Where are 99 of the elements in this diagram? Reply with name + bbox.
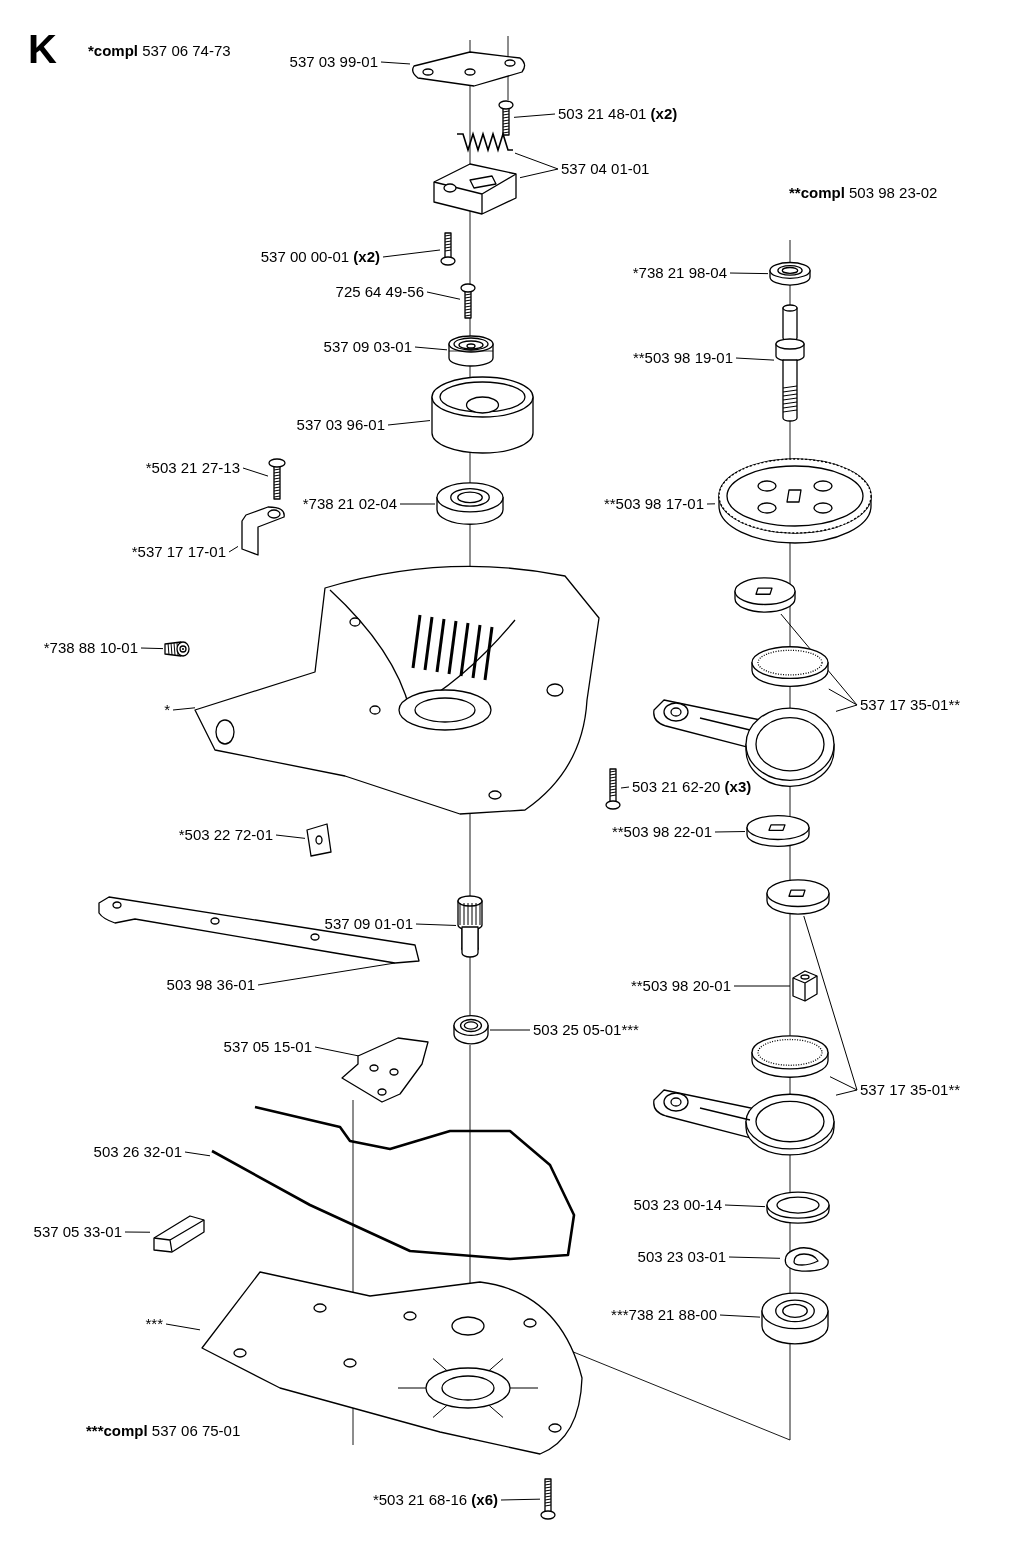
leader-line [380,61,411,65]
part-number: *738 88 10-01 [43,639,138,657]
leader-line [124,1231,151,1233]
part-number: ***738 21 88-00 [611,1306,717,1324]
assembly-note: ***compl 537 06 75-01 [86,1422,241,1440]
leader-line [399,503,436,505]
leader-line [242,467,269,477]
part-number: **503 98 19-01 [632,349,733,367]
leader-line [415,923,457,926]
leader-line [829,1076,858,1091]
leader-line [172,707,196,711]
assembly-note: *compl 537 06 74-73 [88,42,231,60]
leader-line [414,346,448,351]
drum-drawing [430,375,535,455]
leader-line [714,831,746,833]
part-number: 503 23 03-01 [637,1248,726,1266]
callout-mark: * [164,701,170,719]
leader-line [835,704,858,712]
leader-line [719,1314,761,1318]
disc-drawing [765,878,831,916]
cover-drawing [200,1268,585,1458]
leader-line [140,647,164,650]
leader-line [489,1029,531,1031]
leader-line [803,915,858,1091]
part-number: *738 21 98-04 [632,264,727,282]
leader-line [165,1323,201,1331]
leader-line [228,545,239,553]
leader-line [828,688,858,706]
leader-line [706,503,716,505]
leader-line [314,1046,360,1057]
leader-line [382,249,441,258]
part-number: 503 21 48-01 (x2) [558,105,678,123]
needle-ring-drawing [750,1034,830,1080]
leader-line [724,1204,766,1208]
part-number: 537 17 35-01** [860,1081,961,1099]
leader-line [728,1256,781,1259]
bearing-drawing [435,482,505,526]
part-number: 537 09 03-01 [323,338,412,356]
callout-mark: *** [145,1315,163,1333]
assembly-note: **compl 503 98 23-02 [789,184,938,202]
leader-line [500,1498,541,1501]
leader-line [519,168,559,179]
section-letter: K [28,28,57,71]
part-number: 537 05 33-01 [33,1223,122,1241]
leader-line [513,113,556,118]
washer-drawing [765,1190,831,1226]
part-number: *738 21 02-04 [302,495,397,513]
part-number: 537 03 96-01 [296,416,385,434]
screw-drawing [440,232,456,266]
part-number: 503 26 32-01 [93,1143,182,1161]
clip-drawing [305,822,333,858]
part-number: 537 00 00-01 (x2) [260,248,380,266]
part-number: 725 64 49-56 [335,283,424,301]
spring-drawing [455,130,515,154]
screw-drawing [460,283,476,319]
nut-drawing [790,968,820,1004]
part-number: 503 23 00-14 [633,1196,722,1214]
bar-drawing [95,895,420,965]
part-number: *503 21 27-13 [145,459,240,477]
screw-drawing [605,768,621,810]
leader-line [426,291,461,300]
screw-drawing [498,100,514,136]
part-number: 537 17 35-01** [860,696,961,714]
leader-line [620,786,630,789]
part-number: *503 22 72-01 [178,826,273,844]
lever-drawing [238,505,288,557]
leader-line [835,1089,858,1096]
cup-drawing [447,335,495,369]
part-number: 537 09 01-01 [324,915,413,933]
block-drawing [430,160,520,216]
leader-line [733,985,791,987]
part-number: *537 17 17-01 [131,543,226,561]
part-number: **503 98 20-01 [630,977,731,995]
part-number: 537 03 99-01 [289,53,378,71]
part-number: 537 05 15-01 [223,1038,312,1056]
pinion-drawing [456,895,484,957]
part-number: 503 21 62-20 (x3) [632,778,752,796]
leader-line [184,1151,211,1157]
needle-ring-drawing [750,645,830,689]
part-number: 503 98 36-01 [166,976,255,994]
leader-line [729,272,769,275]
screw-drawing [268,458,286,500]
disc-drawing [745,814,811,848]
bearing-drawing [760,1292,830,1346]
part-number: 537 04 01-01 [561,160,650,178]
bearing-drawing [452,1015,490,1045]
part-number: **503 98 17-01 [603,495,704,513]
screw-drawing [540,1478,556,1520]
plug-drawing [163,640,191,658]
part-number: *503 21 68-16 (x6) [372,1491,498,1509]
leader-line [514,152,559,170]
leader-line [257,962,396,986]
bearing-drawing [768,262,812,286]
leader-line [275,834,306,839]
part-number: **503 98 22-01 [611,823,712,841]
disc-drawing [733,576,797,614]
leader-line [735,357,775,361]
leader-line [387,420,431,426]
part-number: 503 25 05-01*** [533,1021,639,1039]
